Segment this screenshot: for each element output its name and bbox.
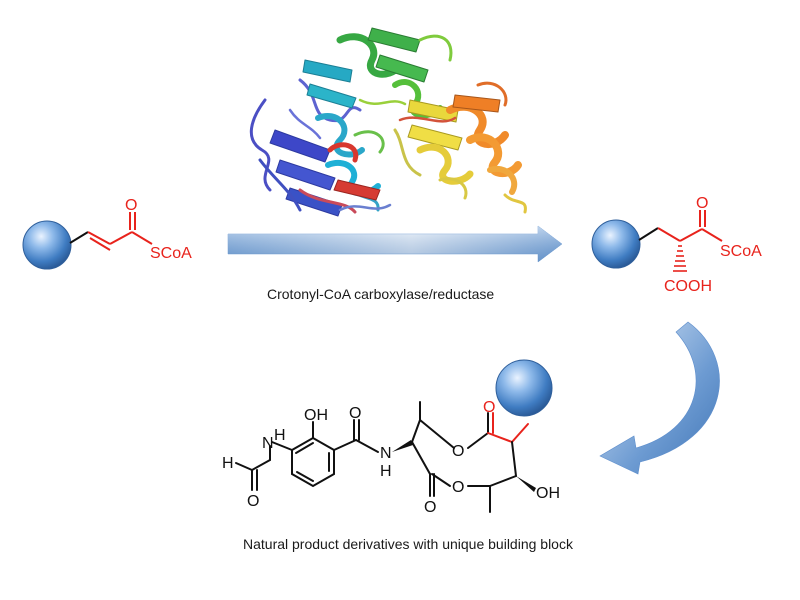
- blue-sphere-icon: [591, 219, 641, 269]
- blue-sphere-icon: [495, 359, 553, 417]
- substrate-carbonyl-o: O: [125, 197, 137, 214]
- enzyme-caption: Crotonyl-CoA carboxylase/reductase: [267, 286, 495, 302]
- amide-h-1: H: [274, 427, 286, 444]
- product-acid-molecule: O SCoA COOH: [591, 195, 762, 295]
- amide-n-2: N: [380, 445, 392, 462]
- product-carbonyl-o: O: [696, 195, 708, 212]
- phenol-oh: OH: [304, 407, 328, 424]
- product-caption: Natural product derivatives with unique …: [243, 536, 573, 552]
- protein-ribbon-structure: [249, 27, 527, 217]
- ring-o-top: O: [452, 443, 464, 460]
- natural-product-molecule: [235, 401, 536, 513]
- ring-o-bottom: O: [452, 479, 464, 496]
- formyl-o: O: [247, 493, 259, 510]
- product-thioester: SCoA: [720, 243, 762, 260]
- gradient-arrow: [227, 225, 563, 263]
- amide-h-2: H: [380, 463, 392, 480]
- aldehyde-h: H: [222, 455, 234, 472]
- hydroxyl-oh: OH: [536, 485, 560, 502]
- lactone-o-bottom: O: [424, 499, 436, 516]
- amide-o: O: [349, 405, 361, 422]
- lactone-o-top: O: [483, 399, 495, 416]
- natural-product-labels: H O N H OH O N H O O O O OH: [222, 399, 560, 516]
- product-carboxyl: COOH: [664, 278, 712, 295]
- curved-arrow: [599, 321, 720, 475]
- amide-n-1: N: [262, 435, 274, 452]
- blue-sphere-icon: [22, 220, 72, 270]
- substrate-molecule: O SCoA: [22, 197, 192, 270]
- substrate-thioester: SCoA: [150, 245, 192, 262]
